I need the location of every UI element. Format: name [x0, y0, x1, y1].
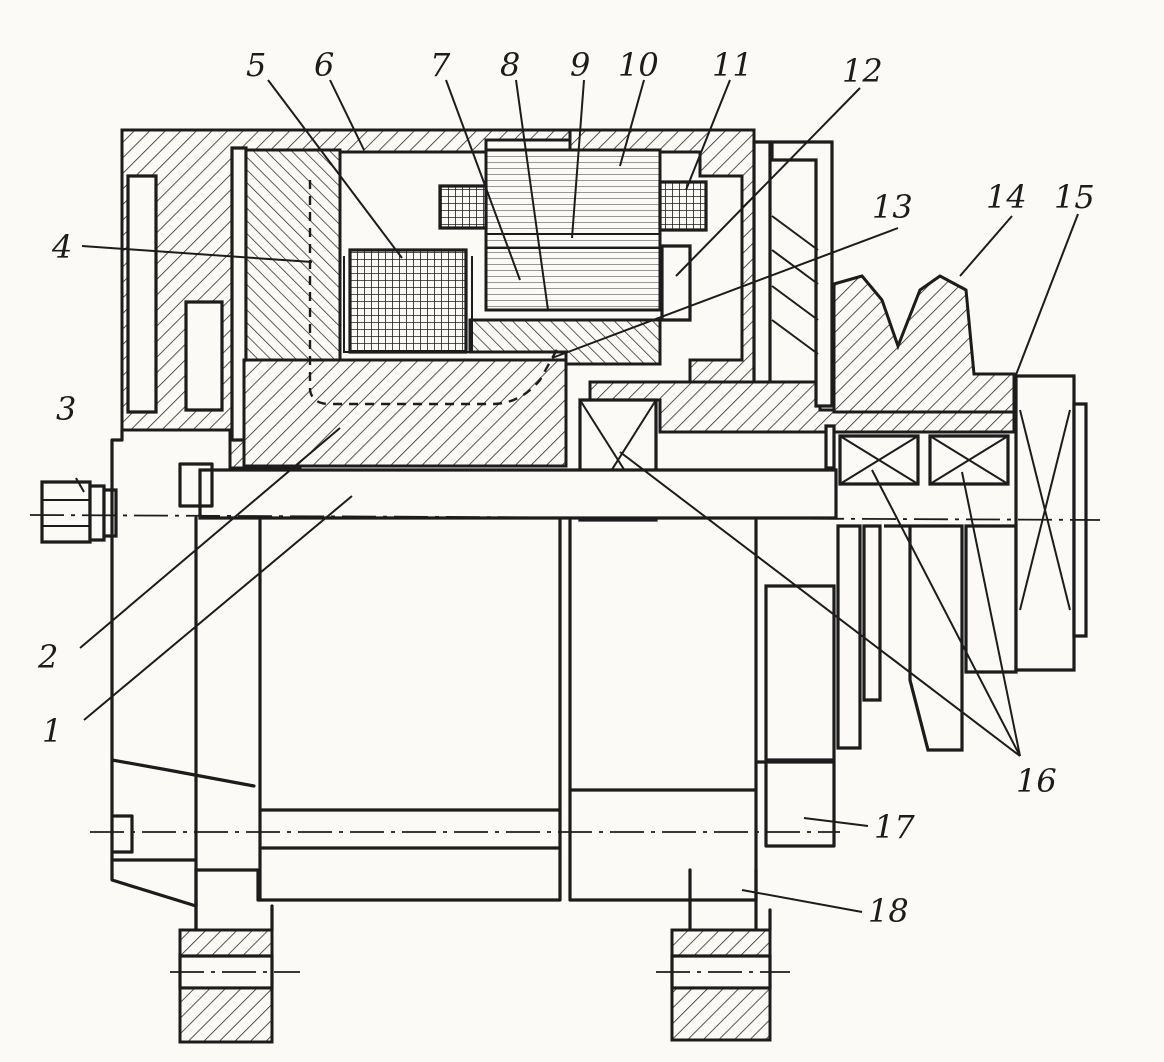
callout-1: 1 — [42, 712, 62, 750]
callout-labels: 1 2 3 4 5 6 7 8 9 10 11 12 13 14 15 16 1… — [37, 46, 1095, 930]
leader-3 — [75, 477, 85, 493]
leader-lines — [75, 79, 1079, 913]
leader-16a — [619, 451, 1021, 757]
leader-1 — [83, 495, 353, 721]
excitation-coil — [348, 248, 468, 354]
callout-16: 16 — [1016, 762, 1057, 800]
callout-13: 13 — [872, 188, 913, 226]
callout-14: 14 — [986, 178, 1027, 216]
callout-5: 5 — [246, 46, 266, 84]
callout-4: 4 — [51, 228, 72, 266]
stator-assembly — [438, 148, 708, 322]
callout-12: 12 — [842, 52, 883, 90]
leader-6 — [329, 79, 365, 151]
leader-10 — [619, 79, 645, 167]
callout-9: 9 — [570, 46, 590, 84]
shaft-axis-line — [29, 514, 1101, 521]
leader-18 — [741, 889, 863, 913]
leader-5 — [267, 79, 403, 259]
callout-7: 7 — [430, 46, 451, 84]
leader-7 — [445, 79, 521, 281]
callout-17: 17 — [874, 808, 915, 846]
callout-10: 10 — [618, 46, 659, 84]
leader-16c — [961, 471, 1021, 757]
leader-17 — [803, 817, 869, 827]
coil-frame — [343, 256, 473, 353]
callout-6: 6 — [314, 46, 334, 84]
rotor-core — [242, 148, 662, 468]
callout-3: 3 — [56, 390, 76, 428]
leader-14 — [959, 215, 1013, 277]
callout-8: 8 — [500, 46, 520, 84]
callout-15: 15 — [1054, 178, 1095, 216]
leader-16b — [871, 469, 1021, 757]
pulley-nut — [1014, 374, 1088, 672]
leader-15 — [1013, 213, 1079, 381]
pulley — [832, 274, 1018, 752]
leader-8 — [515, 79, 549, 311]
terminal-bolt — [40, 480, 118, 544]
mounting-lug-front — [670, 908, 772, 1042]
housing-exterior — [110, 428, 836, 932]
callout-2: 2 — [37, 638, 58, 676]
fan — [764, 140, 836, 762]
leader-13 — [551, 227, 899, 359]
leader-11 — [685, 79, 731, 191]
mounting-lug-rear — [178, 898, 274, 1044]
leader-12 — [675, 87, 861, 277]
leader-4 — [81, 245, 313, 263]
callout-18: 18 — [868, 892, 909, 930]
shaft-assembly — [198, 380, 1016, 522]
leader-2 — [79, 427, 341, 649]
leader-9 — [571, 79, 585, 239]
callout-11: 11 — [712, 46, 753, 84]
